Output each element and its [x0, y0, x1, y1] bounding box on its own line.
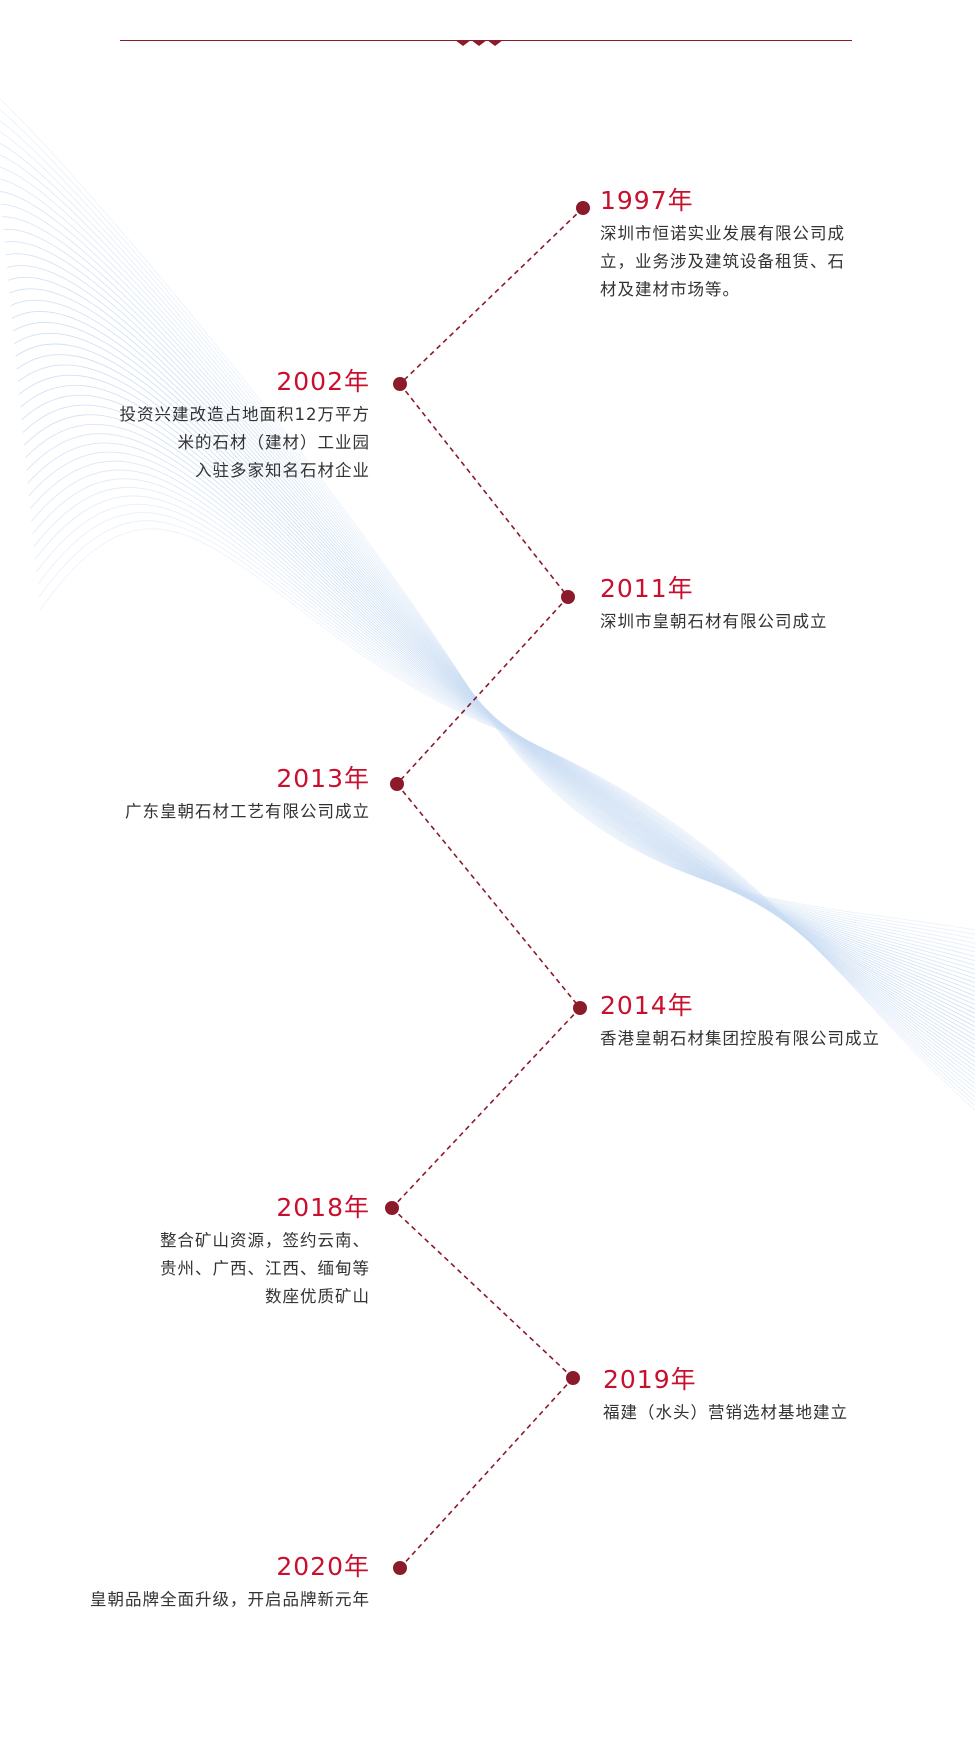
timeline-connector: [391, 1007, 581, 1209]
event-year: 2020年: [276, 1552, 370, 1581]
event-year: 2011年: [600, 574, 694, 603]
event-2020: 2020年 皇朝品牌全面升级，开启品牌新元年: [50, 1552, 370, 1614]
wave-line: [37, 512, 975, 1102]
event-year: 1997年: [600, 186, 694, 215]
wave-line: [25, 423, 975, 1058]
wave-line: [0, 109, 975, 935]
timeline-connector: [399, 207, 584, 385]
timeline-node: [576, 201, 590, 215]
event-2018: 2018年 整合矿山资源，签约云南、 贵州、广西、江西、缅甸等 数座优质矿山: [50, 1193, 370, 1311]
timeline-connector: [391, 1207, 574, 1379]
wave-line: [35, 504, 975, 1098]
event-description: 投资兴建改造占地面积12万平方 米的石材（建材）工业园 入驻多家知名石材企业: [119, 405, 370, 480]
event-year: 2014年: [600, 991, 694, 1020]
timeline-connector: [399, 1377, 574, 1569]
wave-line: [32, 478, 975, 1085]
diamond-ornament-icon: [455, 40, 503, 46]
event-year: 2019年: [603, 1365, 697, 1394]
event-2011: 2011年 深圳市皇朝石材有限公司成立: [600, 574, 920, 636]
event-description: 福建（水头）营销选材基地建立: [603, 1403, 848, 1422]
timeline-connector: [396, 783, 581, 1009]
event-description: 整合矿山资源，签约云南、 贵州、广西、江西、缅甸等 数座优质矿山: [160, 1231, 370, 1306]
timeline-node: [393, 377, 407, 391]
wave-line: [26, 433, 975, 1063]
timeline-connector: [396, 596, 569, 785]
wave-line: [34, 495, 975, 1093]
wave-line: [23, 414, 975, 1054]
event-description: 皇朝品牌全面升级，开启品牌新元年: [90, 1590, 370, 1609]
timeline-node: [385, 1201, 399, 1215]
wave-line: [39, 528, 975, 1111]
wave-line: [31, 469, 975, 1080]
event-description: 广东皇朝石材工艺有限公司成立: [125, 802, 370, 821]
event-year: 2013年: [276, 764, 370, 793]
event-2013: 2013年 广东皇朝石材工艺有限公司成立: [50, 764, 370, 826]
timeline-connector: [399, 383, 569, 598]
wave-line: [38, 520, 975, 1106]
wave-line: [28, 451, 975, 1071]
event-2014: 2014年 香港皇朝石材集团控股有限公司成立: [600, 991, 920, 1053]
event-description: 深圳市皇朝石材有限公司成立: [600, 612, 828, 631]
timeline-node: [390, 777, 404, 791]
event-description: 深圳市恒诺实业发展有限公司成 立，业务涉及建筑设备租赁、石 材及建材市场等。: [600, 224, 845, 299]
wave-line: [29, 460, 975, 1076]
header-divider: [120, 40, 852, 46]
timeline-node: [393, 1561, 407, 1575]
event-year: 2018年: [276, 1193, 370, 1222]
event-year: 2002年: [276, 367, 370, 396]
event-1997: 1997年 深圳市恒诺实业发展有限公司成 立，业务涉及建筑设备租赁、石 材及建材…: [600, 186, 920, 304]
timeline-node: [561, 590, 575, 604]
event-2002: 2002年 投资兴建改造占地面积12万平方 米的石材（建材）工业园 入驻多家知名…: [50, 367, 370, 485]
event-description: 香港皇朝石材集团控股有限公司成立: [600, 1029, 880, 1048]
timeline-node: [573, 1001, 587, 1015]
event-2019: 2019年 福建（水头）营销选材基地建立: [603, 1365, 923, 1427]
wave-line: [27, 442, 975, 1067]
timeline-node: [566, 1371, 580, 1385]
wave-line: [33, 486, 975, 1089]
